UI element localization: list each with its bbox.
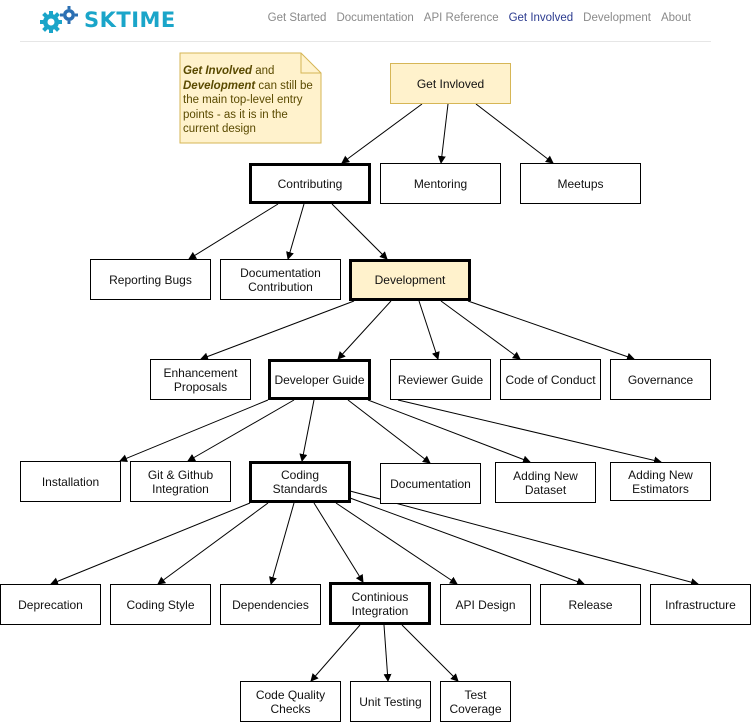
edge-ci-codequality: [310, 624, 361, 682]
edge-development-devguide: [337, 300, 392, 360]
edge-standards-dependencies: [269, 502, 295, 585]
edge-development-conduct: [440, 300, 521, 360]
note-connector: and: [255, 65, 275, 77]
edge-devguide-installation: [119, 399, 269, 463]
node-unit-testing[interactable]: Unit Testing: [350, 681, 431, 722]
edge-contributing-doccontrib: [286, 203, 305, 260]
nav-get-started[interactable]: Get Started: [267, 12, 327, 24]
node-adding-new-dataset[interactable]: Adding New Dataset: [495, 462, 596, 503]
edge-standards-ci: [313, 502, 364, 583]
brand-name: SKTIME: [84, 8, 176, 32]
edge-contributing-development: [331, 203, 388, 260]
node-contributing[interactable]: Contributing: [249, 163, 371, 204]
node-governance[interactable]: Governance: [610, 359, 711, 400]
node-enhancement-proposals[interactable]: Enhancement Proposals: [150, 359, 251, 400]
node-release[interactable]: Release: [540, 584, 641, 625]
edge-getinvolved-meetups: [475, 103, 554, 164]
edge-standards-release: [349, 497, 585, 586]
node-coding-style[interactable]: Coding Style: [110, 584, 211, 625]
node-continious-integration[interactable]: Continious Integration: [329, 582, 431, 625]
node-reporting-bugs[interactable]: Reporting Bugs: [90, 259, 211, 300]
note-shape: [179, 52, 322, 144]
nav-api-reference[interactable]: API Reference: [423, 12, 499, 24]
nav-development[interactable]: Development: [583, 12, 651, 24]
edge-getinvolved-contributing: [341, 103, 423, 164]
node-infrastructure[interactable]: Infrastructure: [650, 584, 751, 625]
node-code-quality-checks[interactable]: Code Quality Checks: [240, 681, 341, 722]
node-git-github-integration[interactable]: Git & Github Integration: [130, 461, 231, 502]
edge-development-governance: [467, 300, 635, 361]
note-term-get-involved: Get Involved: [183, 65, 253, 77]
edge-standards-deprecation: [50, 502, 251, 586]
edge-development-reviewer: [418, 300, 440, 360]
node-meetups[interactable]: Meetups: [520, 163, 641, 204]
nav-get-involved[interactable]: Get Involved: [508, 12, 574, 24]
edge-devguide-documentation: [347, 399, 431, 464]
node-installation[interactable]: Installation: [20, 461, 121, 502]
edge-devguide-git: [187, 399, 295, 462]
edge-ci-testcoverage: [401, 624, 459, 682]
node-code-of-conduct[interactable]: Code of Conduct: [500, 359, 601, 400]
note-text: Get Involved and Development can still b…: [183, 64, 319, 137]
edge-devguide-standards: [299, 399, 315, 462]
edge-standards-codingstyle: [157, 502, 269, 585]
node-adding-new-estimators[interactable]: Adding New Estimators: [610, 462, 711, 501]
nav-documentation[interactable]: Documentation: [336, 12, 414, 24]
edge-development-enhancement: [200, 300, 355, 361]
main-nav: Get Started Documentation API Reference …: [268, 12, 691, 24]
node-get-involved[interactable]: Get Invloved: [390, 63, 511, 104]
edge-devguide-dataset: [367, 399, 531, 464]
edge-contributing-reporting: [188, 203, 279, 260]
node-reviewer-guide[interactable]: Reviewer Guide: [390, 359, 491, 400]
node-documentation-contribution[interactable]: Documentation Contribution: [220, 259, 341, 300]
edge-standards-apidesign: [335, 502, 458, 585]
edge-devguide-estimators: [397, 399, 662, 465]
note-rest: can still be the main top-level entry po…: [183, 79, 313, 136]
node-development[interactable]: Development: [349, 259, 471, 301]
brand-logo[interactable]: SKTIME: [40, 4, 176, 36]
gear-icon: [40, 6, 78, 33]
node-deprecation[interactable]: Deprecation: [0, 584, 101, 625]
edge-ci-unittesting: [383, 624, 392, 682]
edge-standards-infrastructure: [349, 490, 699, 587]
navbar-divider: [20, 41, 711, 42]
note-term-development: Development: [183, 79, 256, 92]
top-navbar: SKTIME Get Started Documentation API Ref…: [0, 0, 751, 42]
node-dependencies[interactable]: Dependencies: [220, 584, 321, 625]
node-documentation[interactable]: Documentation: [380, 463, 481, 504]
nav-about[interactable]: About: [660, 12, 691, 24]
node-test-coverage[interactable]: Test Coverage: [440, 681, 511, 722]
annotation-note: Get Involved and Development can still b…: [179, 52, 321, 144]
node-developer-guide[interactable]: Developer Guide: [268, 359, 371, 400]
note-fold: [300, 53, 321, 74]
edge-getinvolved-mentoring: [437, 103, 449, 164]
node-coding-standards[interactable]: Coding Standards: [249, 461, 351, 503]
node-mentoring[interactable]: Mentoring: [380, 163, 501, 204]
node-api-design[interactable]: API Design: [440, 584, 531, 625]
